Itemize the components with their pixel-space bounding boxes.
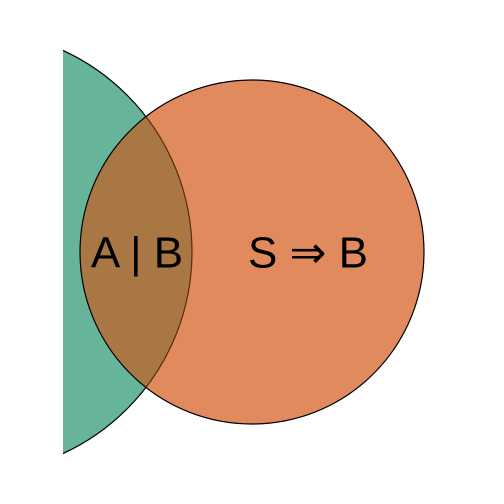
right-set-outline <box>79 79 425 425</box>
right-only-label: S ⇒ B <box>248 229 368 278</box>
left-set-outline <box>80 80 193 424</box>
intersection-label: A | B <box>91 229 183 278</box>
